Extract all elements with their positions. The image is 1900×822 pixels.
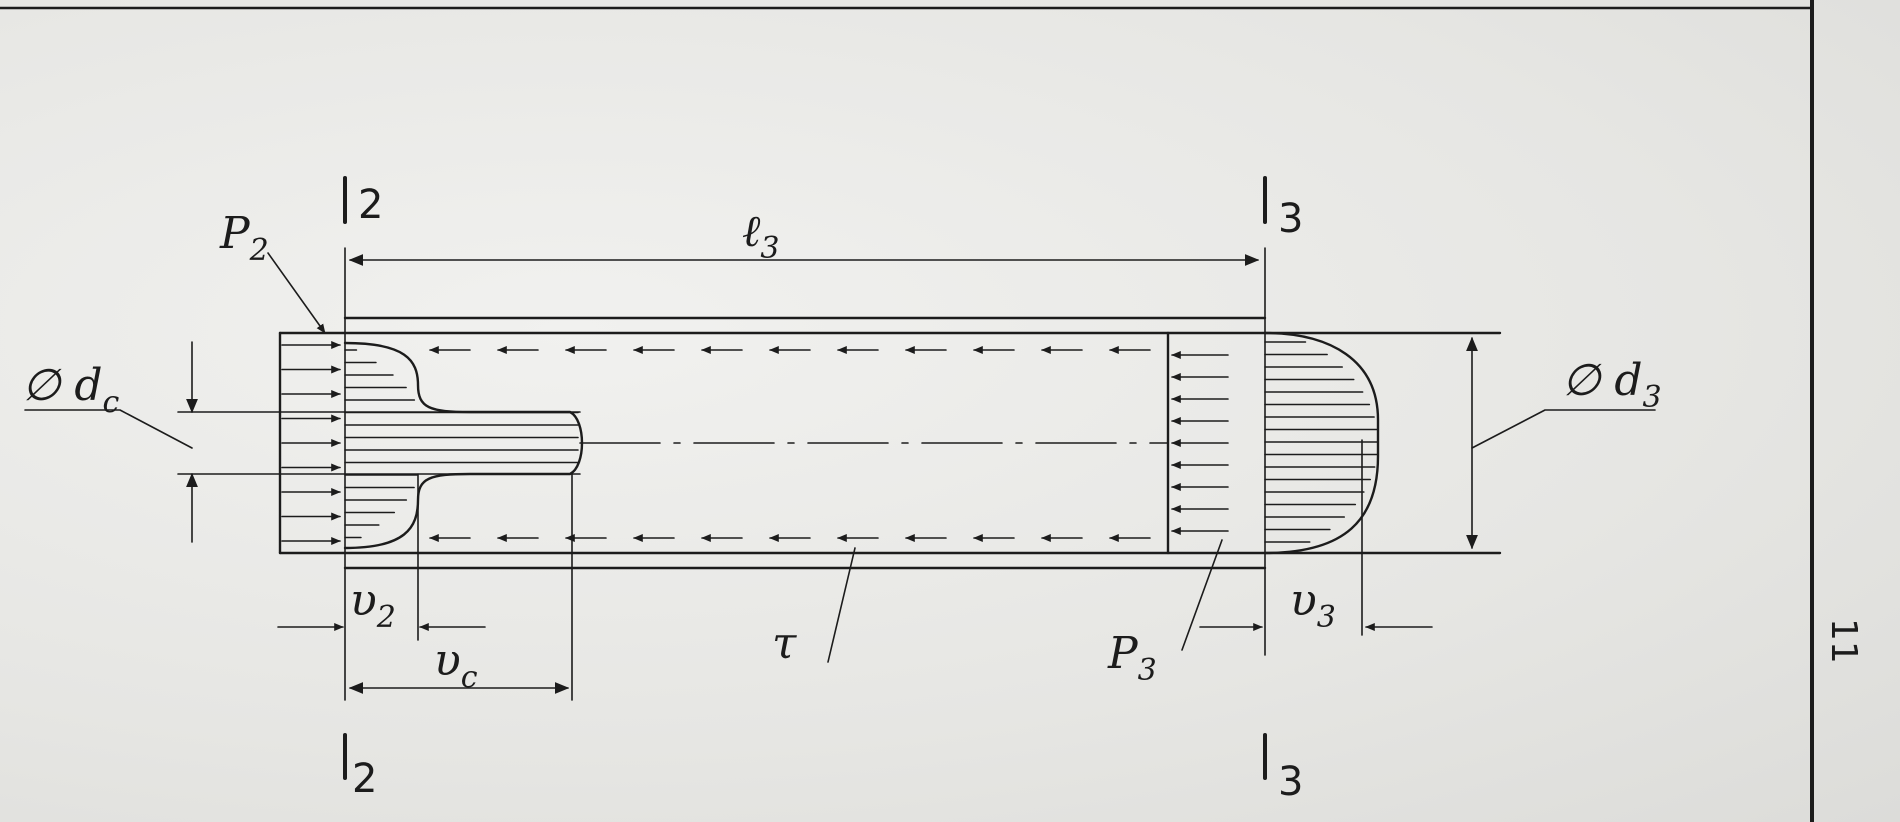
section-label-bottom-3: 3 — [1278, 759, 1303, 805]
label-p2: P2 — [219, 208, 269, 268]
section-label-top-2: 2 — [358, 182, 383, 228]
jet-profile-outline — [343, 341, 584, 550]
wall-shear-arrows — [429, 346, 1151, 542]
label-v2: υ2 — [350, 575, 396, 635]
label-l3: ℓ3 — [742, 206, 779, 266]
exit-profile-outline — [1263, 331, 1380, 555]
label-tau: τ — [772, 618, 797, 669]
exit-velocity-profile — [1264, 341, 1379, 543]
outlet-pressure-arrows — [1171, 351, 1229, 535]
d3-leader — [1471, 409, 1656, 449]
section-label-bottom-2: 2 — [352, 756, 377, 802]
label-dc: ∅ dc — [22, 360, 119, 420]
label-v3: υ3 — [1290, 575, 1336, 635]
dc-leader — [24, 409, 193, 449]
label-d3: ∅ d3 — [1562, 355, 1662, 415]
label-vc: υc — [434, 635, 478, 695]
page-number: 11 — [1823, 618, 1864, 664]
p2-leader — [267, 252, 326, 334]
p3-leader — [1181, 539, 1223, 651]
jet-velocity-profile — [344, 349, 579, 539]
inlet-pressure-arrows — [281, 341, 341, 545]
label-p3: P3 — [1107, 628, 1157, 688]
section-label-top-3: 3 — [1278, 196, 1303, 242]
tau-leader — [827, 547, 856, 663]
